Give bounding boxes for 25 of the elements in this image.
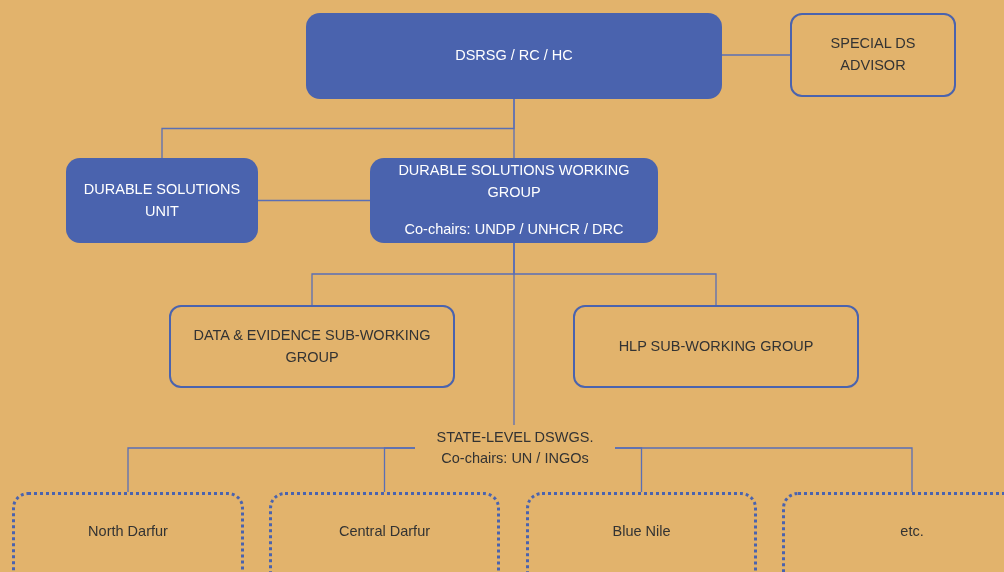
org-box — [573, 305, 859, 388]
org-box — [370, 158, 658, 243]
node-label: DSRSG / RC / HC — [454, 46, 574, 66]
co-chairs-note: Co-chairs: UN / INGOs — [440, 449, 590, 468]
node-label: SPECIAL DS ADVISOR — [829, 34, 917, 75]
node-label: DURABLE SOLUTIONS WORKING GROUP — [397, 161, 631, 202]
org-box — [306, 13, 722, 99]
connector-line — [721, 54, 791, 56]
node-label: Blue Nile — [611, 522, 672, 542]
org-box — [790, 13, 956, 97]
connector-line — [614, 447, 913, 493]
connector-line — [383, 447, 416, 493]
connector-line — [513, 242, 515, 426]
node-label: STATE-LEVEL DSWGS. — [435, 428, 595, 447]
node-label: Central Darfur — [337, 522, 432, 542]
node-label: North Darfur — [87, 522, 169, 542]
connector-line — [257, 199, 371, 202]
node-label: HLP SUB-WORKING GROUP — [617, 336, 815, 356]
node-label: DATA & EVIDENCE SUB-WORKING GROUP — [192, 325, 432, 367]
node-label: DURABLE SOLUTIONS UNIT — [82, 179, 242, 221]
org-box — [169, 305, 455, 388]
org-box — [66, 158, 258, 243]
node-label: etc. — [899, 522, 925, 542]
connector-line — [513, 98, 515, 159]
co-chairs-note: Co-chairs: UNDP / UNHCR / DRC — [403, 220, 625, 240]
